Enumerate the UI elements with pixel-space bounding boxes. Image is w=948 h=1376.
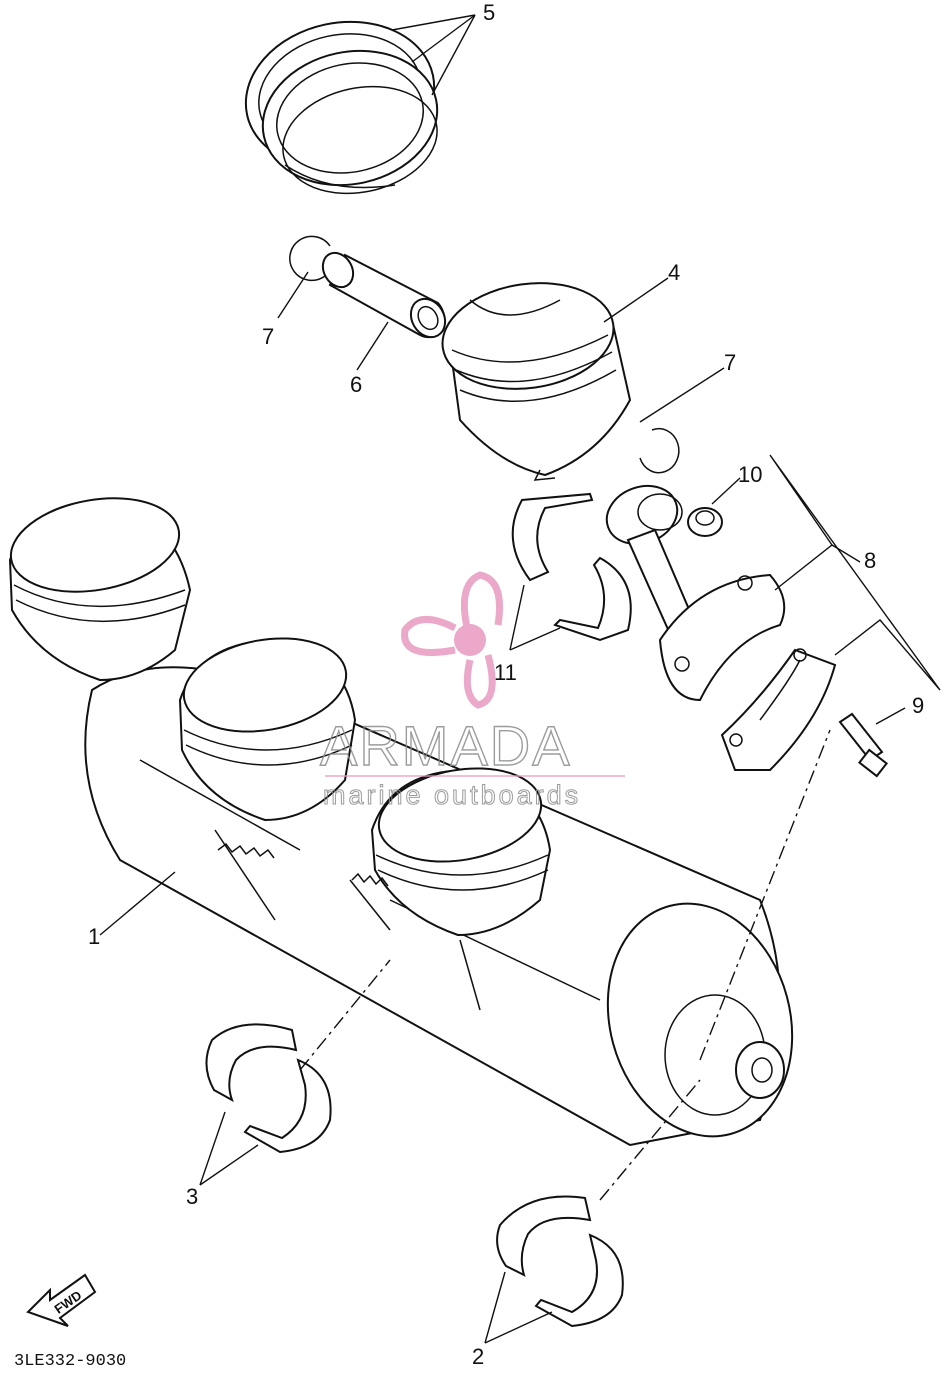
main-bearing-2 [496,1195,624,1328]
piston-cylinder-2 [178,637,357,822]
timing-gear [217,842,389,887]
callout-3: 3 [186,1184,198,1209]
rod-nut [687,507,723,537]
callout-1: 1 [88,924,100,949]
callout-4: 4 [668,260,680,285]
callout-9: 9 [912,693,924,718]
fwd-arrow: FWD [26,1273,97,1327]
callout-8: 8 [864,548,876,573]
callout-7-right: 7 [724,350,736,375]
propeller-logo [401,571,504,709]
callout-7-left: 7 [262,324,274,349]
armada-watermark: ARMADA marine outboards [319,571,625,811]
callout-labels: 5 4 7 6 7 10 8 11 9 1 3 2 [88,0,924,1369]
piston-rings [244,20,439,195]
part-code: 3LE332-9030 [14,1352,127,1371]
main-bearing-3 [205,1023,332,1154]
crankpin-bearing [511,492,632,642]
assembly-centerlines [299,729,831,1201]
piston [441,282,632,481]
callout-6: 6 [350,372,362,397]
callout-2: 2 [472,1344,484,1369]
watermark-subtitle: marine outboards [323,780,581,810]
watermark-title: ARMADA [320,714,572,777]
callout-11: 11 [494,660,517,685]
piston-pin-clip-right [639,427,680,474]
leader-lines [99,14,941,1344]
connecting-rod-cap [720,648,837,771]
piston-pin-clip-left [289,235,331,282]
piston-cylinder-1 [8,497,192,682]
callout-10: 10 [738,462,762,487]
rod-bolt [838,712,888,778]
callout-5: 5 [483,0,495,25]
connecting-rod [605,484,786,702]
piston-pin [321,251,447,339]
